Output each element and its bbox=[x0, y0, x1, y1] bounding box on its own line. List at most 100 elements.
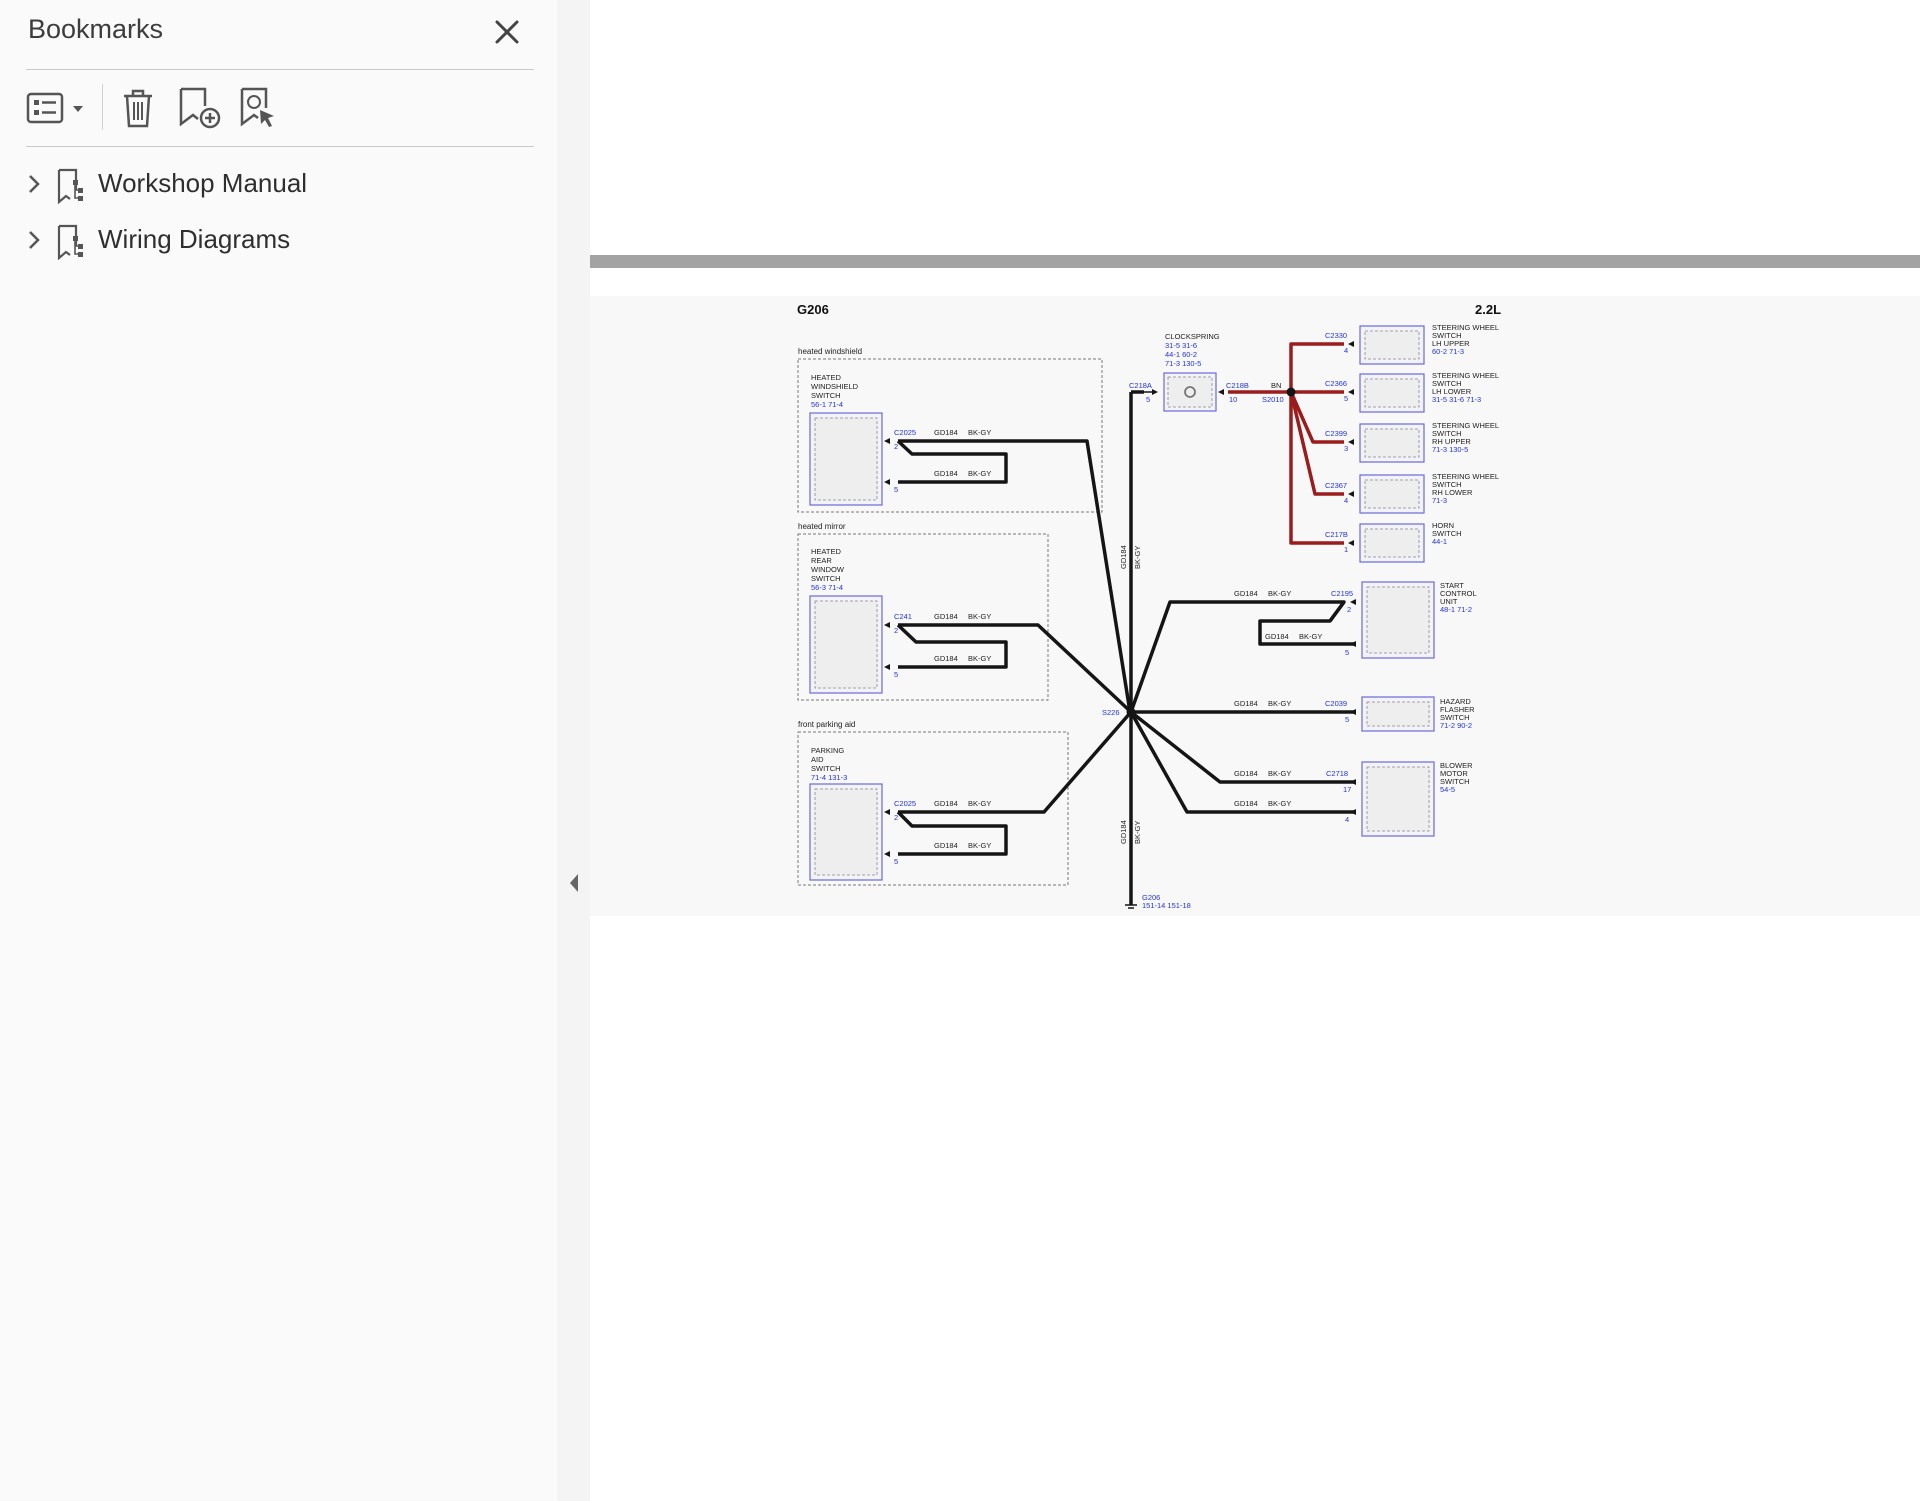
switch-name: SWITCH bbox=[811, 764, 841, 773]
group-box bbox=[797, 731, 1069, 886]
pin-arrow bbox=[884, 438, 890, 444]
pin-arrow bbox=[1348, 389, 1354, 395]
pin-number: 2 bbox=[894, 626, 898, 635]
close-icon[interactable] bbox=[489, 14, 525, 50]
pin-arrow bbox=[1348, 439, 1354, 445]
wire-color-label: BK-GY bbox=[1268, 799, 1291, 808]
pin-arrow bbox=[1348, 341, 1354, 347]
switch-name: PARKING bbox=[811, 746, 844, 755]
pin-arrow bbox=[884, 664, 890, 670]
connector-id: C218A bbox=[1129, 381, 1152, 390]
pin-arrow bbox=[884, 622, 890, 628]
wire-label: GD184 bbox=[1234, 799, 1258, 808]
wire-color-label: BK-GY bbox=[968, 799, 991, 808]
switch-name: STEERING WHEEL bbox=[1432, 421, 1499, 430]
connector-id: C2025 bbox=[894, 799, 916, 808]
page-refs: 44-1 60-2 bbox=[1165, 350, 1197, 359]
wire-color-label: BK-GY bbox=[968, 841, 991, 850]
horn-switch-box bbox=[1359, 523, 1425, 563]
list-options-icon[interactable] bbox=[26, 86, 88, 130]
connector-id: C2195 bbox=[1331, 589, 1353, 598]
divider bbox=[26, 69, 534, 70]
wire bbox=[896, 623, 1008, 669]
chevron-right-icon[interactable] bbox=[24, 228, 44, 257]
pin-number: 5 bbox=[1344, 394, 1348, 403]
module-name: START bbox=[1440, 581, 1464, 590]
bookmark-workshop-manual[interactable]: Workshop Manual bbox=[20, 164, 520, 205]
pin-arrow bbox=[1350, 709, 1356, 715]
page-refs: 54-5 bbox=[1440, 785, 1455, 794]
collapse-panel-icon[interactable] bbox=[568, 872, 580, 899]
bookmark-tree-icon bbox=[56, 224, 88, 265]
group-box bbox=[797, 533, 1049, 701]
group-label: heated windshield bbox=[798, 347, 862, 356]
wire bbox=[896, 810, 1008, 856]
page-refs: 31-5 31-6 bbox=[1165, 341, 1197, 350]
switch-name: HORN bbox=[1432, 521, 1454, 530]
group-label: heated mirror bbox=[798, 522, 846, 531]
clockspring-box bbox=[1163, 372, 1217, 412]
wire-label: GD184 bbox=[1119, 545, 1128, 569]
module-name: SWITCH bbox=[1440, 713, 1470, 722]
chevron-right-icon[interactable] bbox=[24, 172, 44, 201]
switch-name: WINDSHIELD bbox=[811, 382, 859, 391]
pin-arrow bbox=[1152, 389, 1158, 395]
panel-splitter[interactable] bbox=[557, 0, 591, 1501]
wire bbox=[1129, 600, 1346, 713]
page-refs: 56-1 71-4 bbox=[811, 400, 843, 409]
wire-label: GD184 bbox=[1234, 699, 1258, 708]
pin-number: 5 bbox=[894, 670, 898, 679]
page-refs: 71-3 130-5 bbox=[1165, 359, 1201, 368]
switch-name: SWITCH bbox=[811, 574, 841, 583]
wire bbox=[1258, 600, 1354, 646]
bookmark-add-icon[interactable] bbox=[176, 86, 224, 130]
switch-name: SWITCH bbox=[811, 391, 841, 400]
switch-name: SWITCH bbox=[1432, 331, 1462, 340]
trash-icon[interactable] bbox=[118, 86, 158, 130]
pin-arrow bbox=[1350, 809, 1356, 815]
pin-arrow bbox=[1218, 389, 1224, 395]
module-name: SWITCH bbox=[1440, 777, 1470, 786]
wire-color-label: BK-GY bbox=[1268, 769, 1291, 778]
bookmark-label: Workshop Manual bbox=[98, 168, 308, 198]
engine-label: 2.2L bbox=[1475, 302, 1501, 317]
component-box bbox=[809, 595, 883, 694]
wire-label: GD184 bbox=[1265, 632, 1289, 641]
wire-color-label: BK-GY bbox=[968, 612, 991, 621]
wire-color-label: BK-GY bbox=[968, 428, 991, 437]
page-refs: 71-2 90-2 bbox=[1440, 721, 1472, 730]
pin-arrow bbox=[1350, 599, 1356, 605]
pin-number: 3 bbox=[1344, 444, 1348, 453]
switch-name: RH UPPER bbox=[1432, 437, 1471, 446]
bookmark-find-icon[interactable] bbox=[238, 86, 282, 130]
connector-id: C2399 bbox=[1325, 429, 1347, 438]
page-refs: 31-5 31-6 71-3 bbox=[1432, 395, 1481, 404]
group-label: front parking aid bbox=[798, 720, 855, 729]
module-name: FLASHER bbox=[1440, 705, 1475, 714]
switch-name: WINDOW bbox=[811, 565, 845, 574]
page-refs: 71-3 bbox=[1432, 496, 1447, 505]
pin-number: 4 bbox=[1344, 496, 1348, 505]
connector-id: C2366 bbox=[1325, 379, 1347, 388]
ground-id-label: G206 bbox=[797, 302, 829, 317]
connector-id: C241 bbox=[894, 612, 912, 621]
wire-color-label: BK-GY bbox=[1268, 589, 1291, 598]
switch-name: LH UPPER bbox=[1432, 339, 1470, 348]
wire bbox=[898, 623, 1133, 714]
wire-color-label: BK-GY bbox=[968, 654, 991, 663]
page-refs: 71-3 130-5 bbox=[1432, 445, 1468, 454]
bookmarks-panel: Bookmarks bbox=[0, 0, 558, 1501]
ground-id: G206 bbox=[1142, 893, 1160, 902]
module-name: MOTOR bbox=[1440, 769, 1468, 778]
wire-label: GD184 bbox=[934, 469, 958, 478]
module-box bbox=[1361, 761, 1435, 837]
wire bbox=[1289, 391, 1344, 444]
bookmark-label: Wiring Diagrams bbox=[98, 224, 291, 254]
wire-color-label: BK-GY bbox=[1299, 632, 1322, 641]
connector-id: C2039 bbox=[1325, 699, 1347, 708]
wire-color-label: BK-GY bbox=[1133, 546, 1142, 569]
toolbar-separator bbox=[102, 84, 103, 130]
bookmark-wiring-diagrams[interactable]: Wiring Diagrams bbox=[20, 220, 520, 261]
pin-arrow bbox=[1350, 779, 1356, 785]
clockspring-label: CLOCKSPRING bbox=[1165, 332, 1220, 341]
